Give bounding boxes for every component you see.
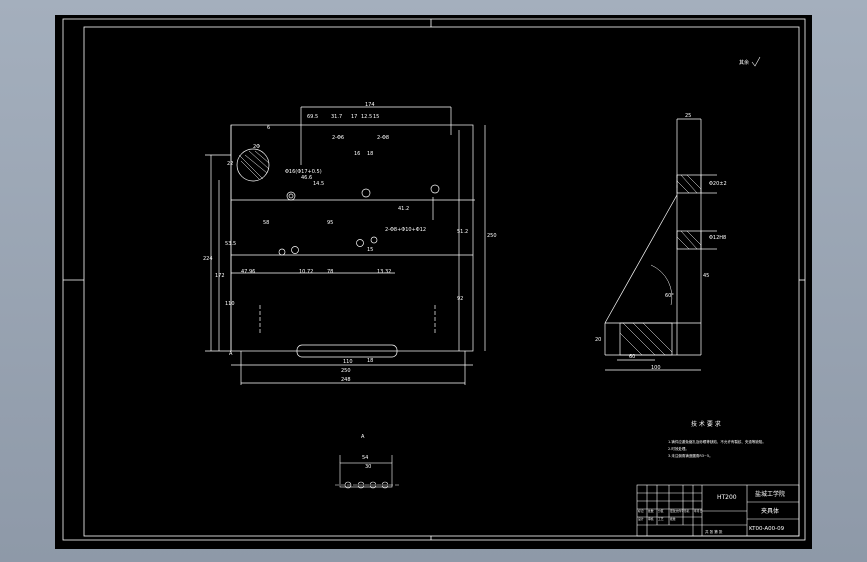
dim-172: 172 bbox=[215, 273, 225, 279]
title-sheet-info: 共 张 第 张 bbox=[705, 529, 723, 534]
title-school: 盐城工学院 bbox=[755, 490, 785, 498]
title-material: HT200 bbox=[717, 494, 737, 501]
cad-drawing: 其余 174 69.5 3 bbox=[62, 18, 806, 541]
title-cell-6: 年月日 bbox=[694, 509, 703, 513]
title-cell-7: 设计 bbox=[638, 517, 644, 521]
dim-51-2: 51.2 bbox=[457, 229, 468, 235]
detail-dim-54: 54 bbox=[362, 455, 368, 461]
dim-2-phi8: 2-Φ8 bbox=[377, 135, 389, 141]
drawing-canvas: 其余 174 69.5 3 bbox=[55, 15, 812, 549]
roughness-icon bbox=[751, 56, 761, 67]
dim-110v: 110 bbox=[225, 301, 235, 307]
dim-78: 78 bbox=[327, 269, 333, 275]
dim-15: 15 bbox=[373, 114, 379, 120]
side-dim-60: 60 bbox=[629, 354, 635, 360]
title-cell-8: 审核 bbox=[648, 517, 654, 521]
dim-92: 92 bbox=[457, 296, 463, 302]
label-a-front: A bbox=[229, 351, 233, 357]
dim-250: 250 bbox=[341, 368, 351, 374]
title-cell-9: 工艺 bbox=[658, 517, 664, 521]
side-dim-20: 20 bbox=[595, 337, 601, 343]
dim-13-32: 13.32 bbox=[377, 269, 391, 275]
dim-53-5: 53.5 bbox=[225, 241, 236, 247]
side-view bbox=[604, 118, 717, 371]
side-angle-60: 60° bbox=[665, 293, 674, 299]
dim-15b: 15 bbox=[367, 247, 373, 253]
side-dim-phi20: Φ20±2 bbox=[709, 181, 727, 187]
dim-250v: 250 bbox=[487, 233, 497, 239]
dim-174: 174 bbox=[365, 102, 375, 108]
title-cell-2: 处数 bbox=[648, 509, 654, 513]
dim-69-5: 69.5 bbox=[307, 114, 318, 120]
dim-2phi: 2Φ bbox=[253, 144, 260, 150]
dim-18b: 18 bbox=[367, 358, 373, 364]
detail-dim-30: 30 bbox=[365, 464, 371, 470]
dim-248: 248 bbox=[341, 377, 351, 383]
dim-18: 18 bbox=[367, 151, 373, 157]
dim-14-5: 14.5 bbox=[313, 181, 324, 187]
dim-31-7: 31.7 bbox=[331, 114, 342, 120]
dim-17: 17 bbox=[351, 114, 357, 120]
title-block bbox=[636, 484, 800, 537]
outer-border bbox=[62, 18, 806, 541]
tech-line-2: 2.时效处理。 bbox=[668, 446, 689, 451]
dim-2-phi8-phi10: 2-Φ8+Φ10+Φ12 bbox=[385, 227, 426, 233]
side-dim-phi12: Φ12H8 bbox=[709, 235, 726, 241]
tech-requirements: 技 术 要 求 1.铸件应避免缩孔及砂眼等缺陷，不允许有裂纹、夹渣等缺陷。 2.… bbox=[668, 420, 766, 458]
side-dim-100: 100 bbox=[651, 365, 661, 371]
dim-10-72: 10.72 bbox=[299, 269, 313, 275]
dim-47-96: 47.96 bbox=[241, 269, 255, 275]
title-drawing-no: KT00-A00-09 bbox=[749, 526, 785, 532]
dim-12-5: 12.5 bbox=[361, 114, 372, 120]
inner-border bbox=[83, 26, 800, 537]
dim-224: 224 bbox=[203, 256, 213, 262]
detail-a bbox=[335, 455, 400, 489]
title-cell-10: 批准 bbox=[670, 517, 676, 521]
roughness-note: 其余 bbox=[739, 59, 749, 66]
dim-2-phi6: 2-Φ6 bbox=[332, 135, 344, 141]
title-cell-3: 分区 bbox=[658, 509, 664, 513]
dim-phi16: Φ16(Φ17+0.5) bbox=[285, 169, 322, 175]
title-cell-1: 标记 bbox=[638, 509, 644, 513]
tech-line-3: 3.未注倒角铸造圆角R3~5。 bbox=[668, 453, 713, 458]
front-view bbox=[205, 106, 486, 385]
dim-6: 6 bbox=[267, 125, 270, 131]
title-cell-4: 更改文件号 bbox=[670, 509, 684, 513]
dim-22: 22 bbox=[227, 161, 233, 167]
side-dim-25: 25 bbox=[685, 113, 691, 119]
tech-line-1: 1.铸件应避免缩孔及砂眼等缺陷，不允许有裂纹、夹渣等缺陷。 bbox=[668, 439, 766, 444]
title-cell-5: 签名 bbox=[684, 509, 690, 513]
dim-58: 58 bbox=[263, 220, 269, 226]
title-part-name: 夹具体 bbox=[761, 507, 779, 515]
tech-title: 技 术 要 求 bbox=[691, 420, 721, 428]
dim-110: 110 bbox=[343, 359, 353, 365]
dim-95: 95 bbox=[327, 220, 333, 226]
detail-a-label: A bbox=[361, 434, 365, 440]
dim-46-6: 46.6 bbox=[301, 175, 312, 181]
side-dim-45: 45 bbox=[703, 273, 709, 279]
front-outline bbox=[230, 124, 474, 352]
dim-41-2: 41.2 bbox=[398, 206, 409, 212]
dim-16: 16 bbox=[354, 151, 360, 157]
